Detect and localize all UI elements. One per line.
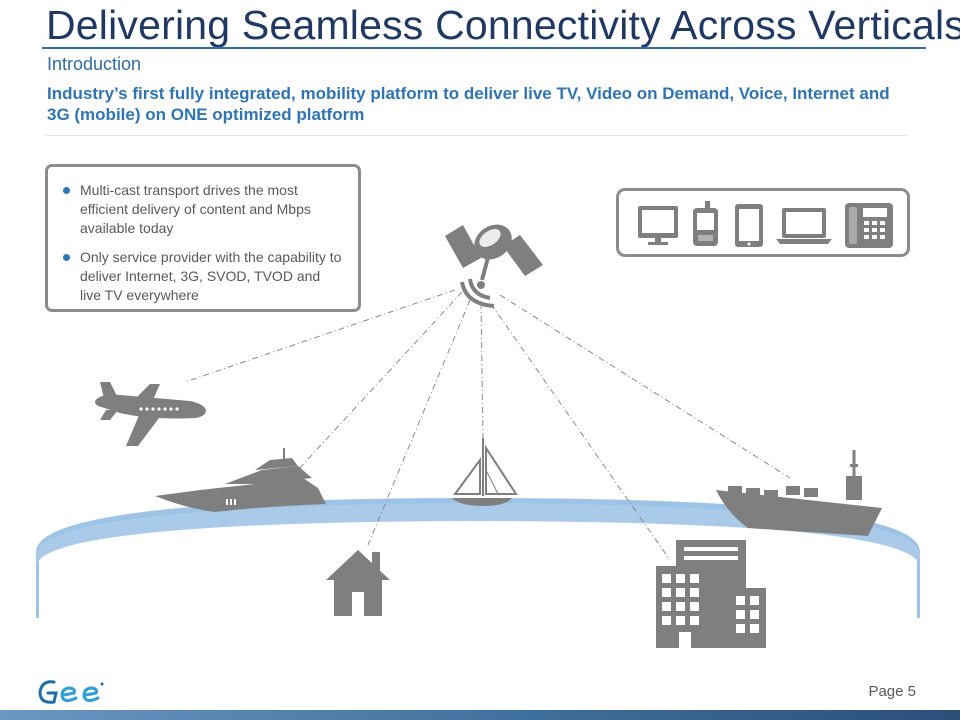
bullet-item: Multi-cast transport drives the most eff… xyxy=(62,181,342,238)
yacht-icon xyxy=(155,448,326,512)
device-icons xyxy=(638,201,893,248)
bullet-dot-icon xyxy=(63,187,70,194)
cargo-ship-icon xyxy=(716,450,882,536)
page-number: Page 5 xyxy=(868,683,916,700)
gee-logo xyxy=(38,680,104,704)
earth-band xyxy=(36,498,920,618)
office-building-icon xyxy=(656,540,766,648)
footer-bar xyxy=(0,710,960,720)
sailboat-icon xyxy=(452,438,518,506)
desk-phone-icon xyxy=(845,203,893,248)
airplane-icon xyxy=(95,382,206,446)
lead-divider xyxy=(46,135,908,136)
bullet-dot-icon xyxy=(63,254,70,261)
slide-title: Delivering Seamless Connectivity Across … xyxy=(46,2,960,48)
laptop-icon xyxy=(776,208,832,244)
devices-box xyxy=(616,188,910,257)
bullet-item: Only service provider with the capabilit… xyxy=(62,248,342,305)
lead-statement: Industry’s first fully integrated, mobil… xyxy=(47,84,890,124)
house-icon xyxy=(326,550,390,616)
slide-subtitle: Introduction xyxy=(47,54,142,74)
satellite-icon xyxy=(445,224,543,308)
title-divider xyxy=(42,47,926,49)
monitor-icon xyxy=(638,206,678,245)
tablet-icon xyxy=(735,204,763,247)
key-points-box: Multi-cast transport drives the most eff… xyxy=(45,164,361,312)
signal-links xyxy=(184,289,791,561)
cell-phone-icon xyxy=(693,201,718,246)
